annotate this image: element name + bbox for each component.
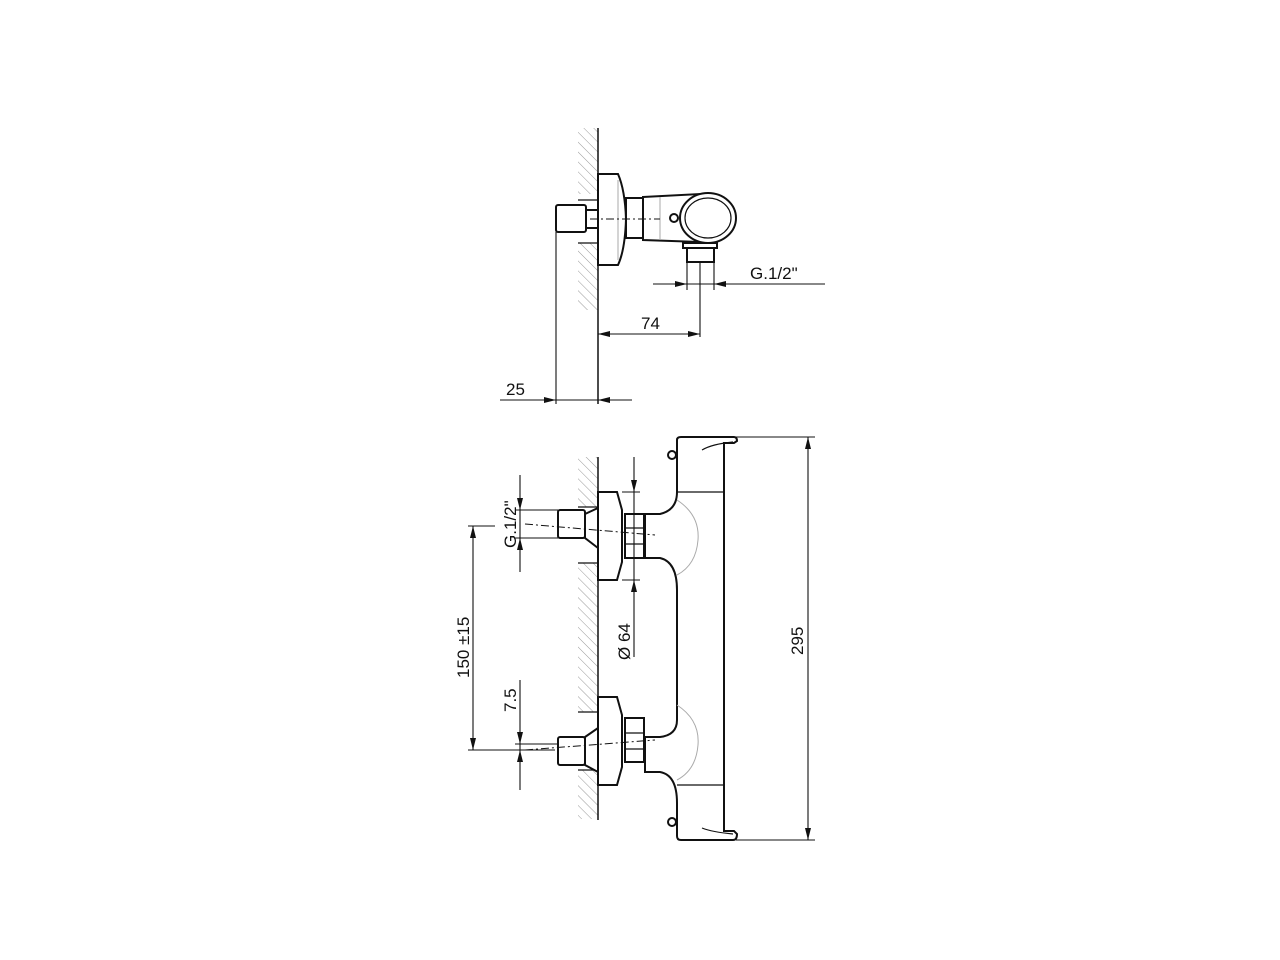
outlet-fitting (686, 247, 715, 263)
dim-inlet-spacing: 150 ±15 (454, 617, 473, 678)
side-view: G.1/2" 74 25 (500, 128, 825, 404)
inlet-nut (557, 509, 586, 539)
wall-hatch (578, 128, 598, 194)
mixer-body (644, 436, 739, 841)
wall-hatch (578, 243, 598, 310)
dim-outlet-offset: 74 (641, 314, 660, 333)
dim-inlet-thread: G.1/2" (501, 500, 520, 548)
front-view: 295 150 ±15 G.1/2" 7.5 Ø 64 (454, 436, 815, 841)
dim-total-height: 295 (788, 627, 807, 655)
dim-outlet-thread: G.1/2" (750, 264, 798, 283)
dim-flange-diameter: Ø 64 (615, 623, 634, 660)
thermostat-knob (679, 192, 737, 244)
wall-hatch (578, 563, 598, 712)
inlet-nut (557, 736, 586, 766)
wall-hatch (578, 457, 598, 507)
dim-inlet-projection: 25 (506, 380, 525, 399)
dim-eccentric-offset: 7.5 (501, 688, 520, 712)
wall-flange (597, 491, 623, 581)
wall-flange (597, 696, 623, 786)
inlet-nut (555, 204, 587, 233)
wall-hatch (578, 770, 598, 819)
